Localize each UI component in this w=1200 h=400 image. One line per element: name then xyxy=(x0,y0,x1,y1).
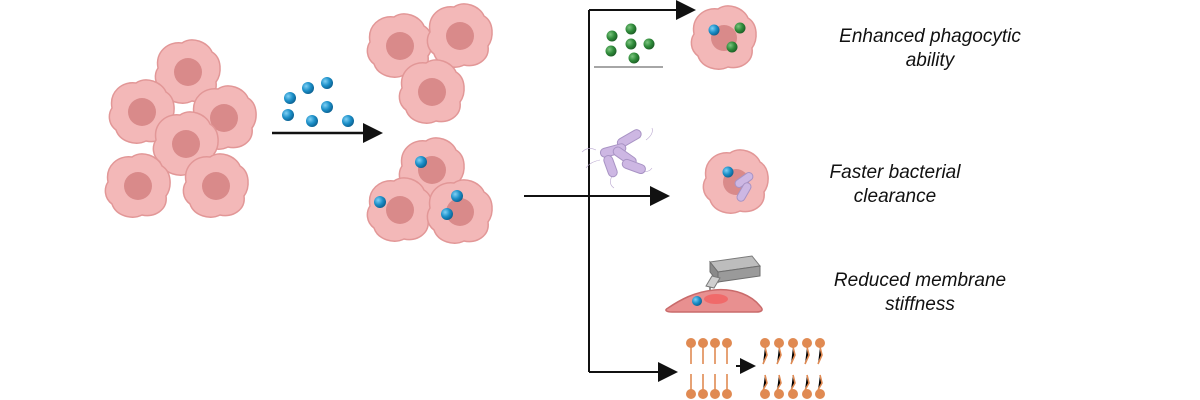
nanoparticle-group xyxy=(282,77,354,127)
nanoparticle-icon xyxy=(282,109,294,121)
nanoparticle-icon xyxy=(415,156,427,168)
bead-icon xyxy=(734,22,746,34)
nanoparticle-icon xyxy=(321,77,333,89)
nanoparticle-icon xyxy=(722,166,734,178)
outcome-line: stiffness xyxy=(885,294,955,315)
bead-icon xyxy=(628,52,640,64)
macrophage-cell-icon xyxy=(182,153,249,218)
nanoparticle-icon xyxy=(302,82,314,94)
outcome-line: Faster bacterial xyxy=(829,162,961,183)
nanoparticle-icon xyxy=(321,101,333,113)
macrophage-cell-icon xyxy=(366,13,433,78)
afm-probe-icon xyxy=(705,255,761,294)
outcome-label-phagocytic: Enhanced phagocytic ability xyxy=(815,25,1045,73)
nanoparticle-icon xyxy=(451,190,463,202)
macrophage-cell-icon xyxy=(366,177,433,242)
bead-icon xyxy=(625,38,637,50)
macrophage-phagocytosing-beads xyxy=(690,5,757,70)
nanoparticle-icon xyxy=(306,115,318,127)
outcome-label-clearance: Faster bacterial clearance xyxy=(780,161,1010,209)
bead-icon xyxy=(605,45,617,57)
macrophage-cell-icon xyxy=(426,179,493,244)
macrophage-engulfing-bacteria xyxy=(702,149,769,214)
lipid-bilayer-icon xyxy=(686,338,732,399)
branch-arrows xyxy=(524,0,696,382)
macrophage-cluster-treated xyxy=(366,137,493,244)
green-bead-substrate xyxy=(594,23,663,68)
macrophage-cell-icon xyxy=(154,39,221,104)
macrophage-cell-icon xyxy=(426,3,493,68)
macrophage-cluster-untreated xyxy=(104,39,257,218)
bead-icon xyxy=(606,30,618,42)
outcome-label-stiffness: Reduced membrane stiffness xyxy=(805,269,1035,317)
outcome-line: Reduced membrane xyxy=(833,270,1007,291)
bead-icon xyxy=(643,38,655,50)
bead-icon xyxy=(726,41,738,53)
nanoparticle-icon xyxy=(374,196,386,208)
lipid-bilayer-icon xyxy=(760,338,825,399)
bacteria-icon xyxy=(581,127,653,189)
bead-icon xyxy=(625,23,637,35)
macrophage-cell-icon xyxy=(398,59,465,124)
outcome-line: Enhanced phagocytic xyxy=(839,26,1021,47)
macrophage-cell-icon xyxy=(104,153,171,218)
nanoparticle-icon xyxy=(441,208,453,220)
nanoparticle-icon xyxy=(708,24,720,36)
adherent-macrophage-icon xyxy=(665,288,763,313)
nanoparticle-icon xyxy=(342,115,354,127)
nanoparticle-icon xyxy=(692,296,702,306)
macrophage-cluster-top xyxy=(366,3,493,124)
outcome-line: ability xyxy=(905,50,955,71)
outcome-line: clearance xyxy=(853,186,937,207)
nanoparticle-icon xyxy=(284,92,296,104)
